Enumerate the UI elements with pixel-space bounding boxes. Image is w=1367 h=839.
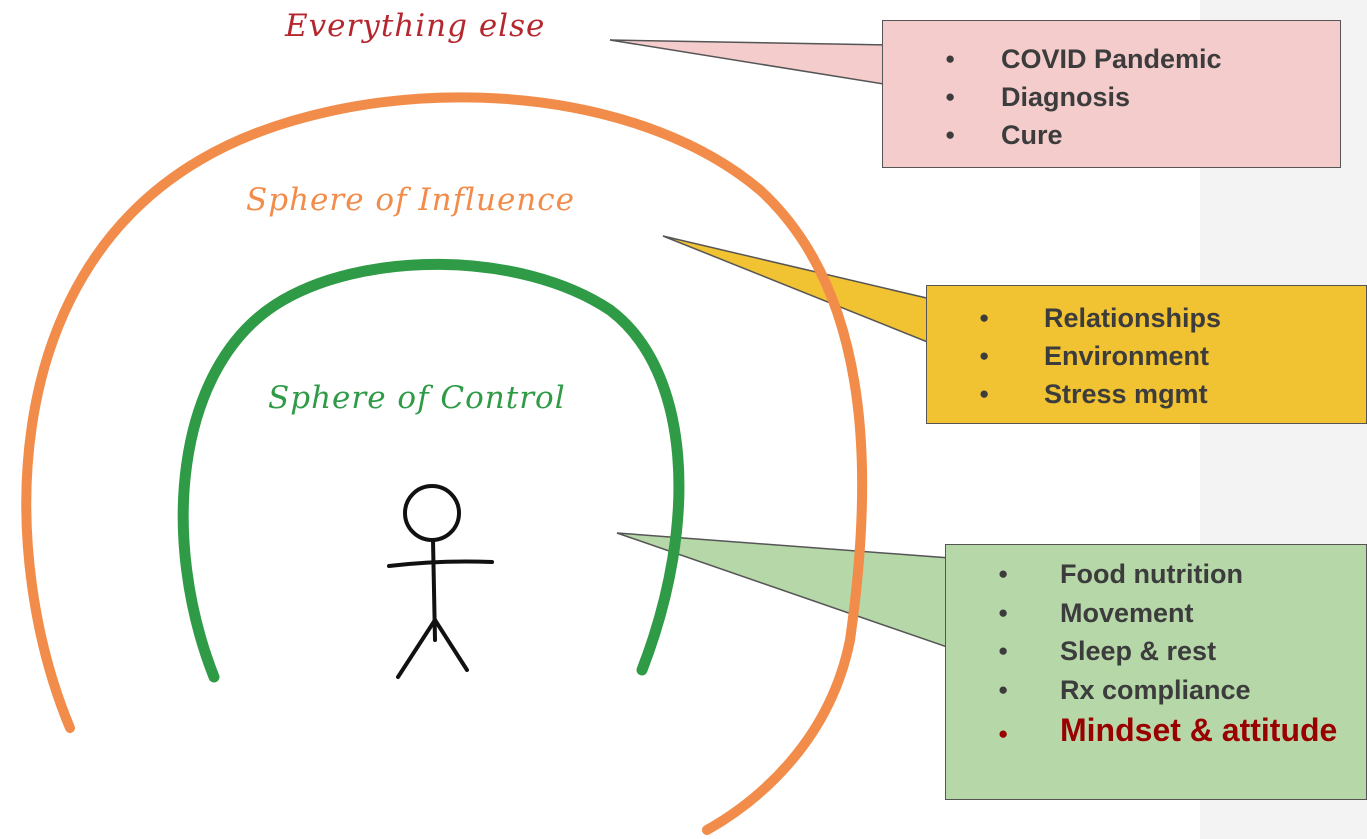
list-item: ●COVID Pandemic bbox=[883, 40, 1340, 78]
list-item: ●Movement bbox=[946, 594, 1366, 633]
bullet-icon: ● bbox=[998, 602, 1009, 622]
bullet-icon: ● bbox=[998, 641, 1009, 660]
list-item: ●Rx compliance bbox=[946, 671, 1366, 710]
bullet-icon: ● bbox=[979, 346, 990, 365]
pointer-influence bbox=[662, 235, 936, 347]
bullet-icon: ● bbox=[998, 679, 1009, 699]
control-arc bbox=[177, 258, 685, 683]
sphere-of-control-label: Sphere of Control bbox=[268, 380, 566, 416]
influence-arc bbox=[21, 92, 868, 835]
bullet-icon: ● bbox=[998, 564, 1009, 583]
sphere-of-influence-label: Sphere of Influence bbox=[246, 182, 575, 218]
control-list: ●Food nutrition ●Movement ●Sleep & rest … bbox=[946, 555, 1366, 751]
highlight-list-item: ●Mindset & attitude bbox=[946, 709, 1366, 751]
bullet-icon: ● bbox=[979, 308, 990, 327]
list-item: ●Stress mgmt bbox=[927, 375, 1366, 413]
pointer-everything-else bbox=[609, 39, 891, 86]
stick-figure-icon bbox=[387, 484, 494, 679]
bullet-icon: ● bbox=[945, 49, 956, 68]
list-item: ●Sleep & rest bbox=[946, 632, 1366, 671]
bullet-icon: ● bbox=[945, 87, 956, 106]
influence-list: ●Relationships ●Environment ●Stress mgmt bbox=[927, 299, 1366, 413]
callout-control: ●Food nutrition ●Movement ●Sleep & rest … bbox=[945, 544, 1367, 800]
list-item: ●Food nutrition bbox=[946, 555, 1366, 594]
list-item: ●Cure bbox=[883, 116, 1340, 154]
list-item: ●Diagnosis bbox=[883, 78, 1340, 116]
bullet-icon: ● bbox=[945, 125, 956, 144]
list-item: ●Environment bbox=[927, 337, 1366, 375]
everything-else-list: ●COVID Pandemic ●Diagnosis ●Cure bbox=[883, 40, 1340, 154]
callout-everything-else: ●COVID Pandemic ●Diagnosis ●Cure bbox=[882, 20, 1341, 168]
bullet-icon: ● bbox=[979, 384, 990, 403]
callout-influence: ●Relationships ●Environment ●Stress mgmt bbox=[926, 285, 1367, 424]
bullet-icon: ● bbox=[998, 724, 1009, 743]
list-item: ●Relationships bbox=[927, 299, 1366, 337]
everything-else-label: Everything else bbox=[285, 8, 546, 44]
